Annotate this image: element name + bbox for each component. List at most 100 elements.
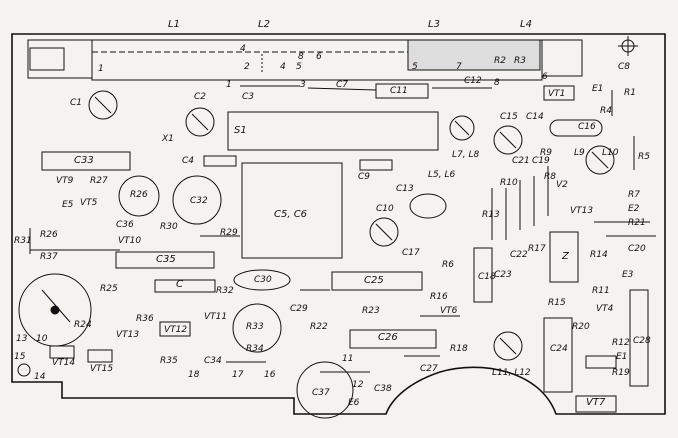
c15-trimmer — [493, 125, 523, 155]
c25-label: C25 — [364, 275, 384, 286]
vt13-label: VT13 — [116, 330, 140, 340]
pin-3: 3 — [300, 80, 306, 90]
r11-label: R11 — [592, 286, 610, 296]
c16-body — [549, 119, 603, 137]
s1-switch — [227, 111, 439, 151]
r13-label: R13 — [482, 210, 500, 220]
r3-label: R3 — [514, 56, 526, 66]
r8-label: R8 — [544, 172, 556, 182]
pin-7: 7 — [456, 62, 462, 72]
c30-label: C30 — [254, 275, 272, 285]
r29-label: R29 — [220, 228, 238, 238]
x1-label: X1 — [162, 134, 174, 144]
c10-label: C10 — [376, 204, 394, 214]
r10-label: R10 — [500, 178, 518, 188]
pin-17: 17 — [232, 370, 244, 380]
vt15-body — [87, 349, 113, 363]
c29-label: C29 — [290, 304, 308, 314]
l3-label: L3 — [428, 19, 440, 30]
l4-label: L4 — [520, 19, 532, 30]
vt12-label: VT12 — [164, 325, 188, 335]
e6-label: E6 — [348, 398, 360, 408]
vt10-label: VT10 — [118, 236, 142, 246]
c5c6-block — [241, 162, 343, 259]
c19-label: C19 — [532, 156, 550, 166]
c22-label: C22 — [510, 250, 528, 260]
c17-label: C17 — [402, 248, 420, 258]
c33-body — [41, 151, 131, 171]
e1-label: E1 — [592, 84, 604, 94]
c25-body — [331, 271, 423, 291]
s1-label: S1 — [234, 125, 247, 136]
c18-label: C18 — [478, 272, 496, 282]
c35-label: C35 — [156, 254, 176, 265]
vt12-body — [159, 321, 191, 337]
r9-label: R9 — [540, 148, 552, 158]
pin-16: 16 — [264, 370, 276, 380]
vt15-label: VT15 — [90, 364, 114, 374]
r26b-label: R26 — [130, 190, 148, 200]
c35-body — [115, 251, 215, 269]
c36-label: C36 — [116, 220, 134, 230]
pin-2: 2 — [244, 62, 250, 72]
pin-4: 4 — [240, 44, 246, 54]
vt14-body — [49, 345, 75, 359]
l9-coil — [585, 145, 615, 175]
c11-label: C11 — [390, 86, 408, 96]
c13-label: C13 — [396, 184, 414, 194]
c7-label: C7 — [336, 80, 349, 90]
vt4-label: VT4 — [596, 304, 614, 314]
z-label: Z — [562, 251, 569, 262]
r6-label: R6 — [442, 260, 454, 270]
c26-label: C26 — [378, 332, 398, 343]
c16-label: C16 — [578, 122, 596, 132]
board-outline — [11, 33, 666, 415]
rod-end-left — [27, 39, 93, 79]
c-label: C — [176, 279, 183, 290]
l5l6-label: L5, L6 — [428, 170, 456, 180]
c30-body — [233, 269, 291, 291]
c23-label: C23 — [494, 270, 512, 280]
c8-label: C8 — [618, 62, 631, 72]
e1b-label: E1 — [616, 352, 628, 362]
pin-18: 18 — [188, 370, 200, 380]
z-filter — [549, 231, 579, 283]
r26-pot — [118, 175, 160, 217]
pin-8: 8 — [298, 52, 304, 62]
pin-14: 14 — [34, 372, 46, 382]
c4-body — [203, 155, 237, 167]
vt1-label: VT1 — [548, 89, 566, 99]
e2-label: E2 — [628, 204, 640, 214]
pin-6: 6 — [316, 52, 322, 62]
c5c6-label: C5, C6 — [274, 209, 308, 220]
r25-label: R25 — [100, 284, 118, 294]
c15-label: C15 — [500, 112, 518, 122]
r23-label: R23 — [362, 306, 380, 316]
c3-label: C3 — [242, 92, 255, 102]
vt7-body — [575, 395, 617, 413]
r7-label: R7 — [628, 190, 640, 200]
r14-label: R14 — [590, 250, 608, 260]
l7-coil — [449, 115, 475, 141]
l9-label: L9 — [574, 148, 585, 158]
vt13b-label: VT13 — [570, 206, 594, 216]
pin-8b: 8 — [494, 78, 500, 88]
c32-label: C32 — [190, 196, 208, 206]
c27-label: C27 — [420, 364, 438, 374]
c33-label: C33 — [74, 155, 94, 166]
pin-5b: 5 — [412, 62, 418, 72]
vt11-label: VT11 — [204, 312, 228, 322]
vt14-label: VT14 — [52, 358, 76, 368]
r33-pot — [232, 303, 282, 353]
vt5-label: VT5 — [80, 198, 98, 208]
e3-label: E3 — [622, 270, 634, 280]
r4-label: R4 — [600, 106, 612, 116]
c24-label: C24 — [550, 344, 568, 354]
r35-label: R35 — [160, 356, 178, 366]
r19-label: R19 — [612, 368, 630, 378]
r36-label: R36 — [136, 314, 154, 324]
r18-label: R18 — [450, 344, 468, 354]
c37-cap — [296, 361, 354, 419]
r27-label: R27 — [90, 176, 108, 186]
vt1-body — [543, 85, 575, 101]
